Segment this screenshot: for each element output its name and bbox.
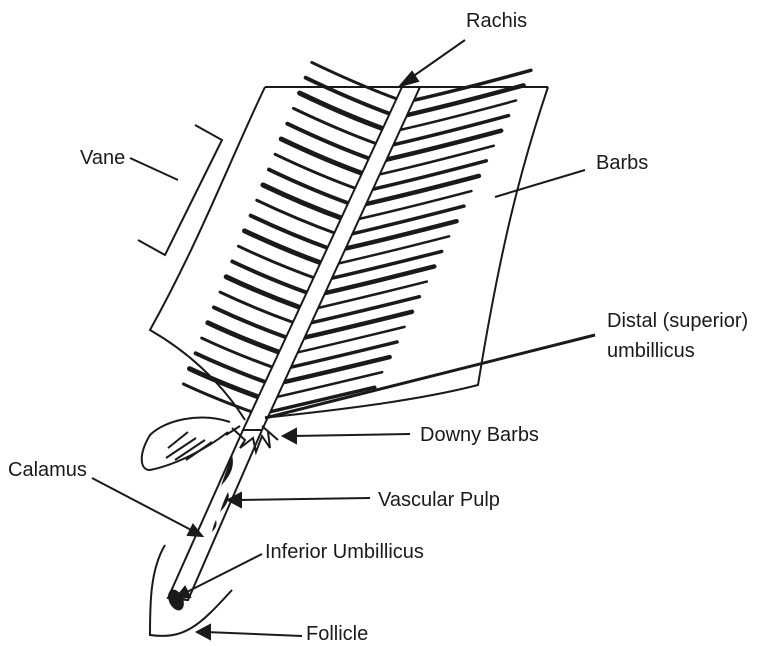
left-barb-stroke <box>281 139 365 175</box>
right-barb-stroke <box>288 342 397 368</box>
right-barb-stroke <box>386 131 501 160</box>
left-barb-stroke <box>214 307 288 338</box>
right-barb-stroke <box>337 236 449 263</box>
right-barb-stroke <box>330 251 441 278</box>
label-vascular-pulp: Vascular Pulp <box>378 488 500 512</box>
left-barb-stroke <box>263 185 344 219</box>
label-follicle: Follicle <box>306 622 368 646</box>
left-barb-stroke <box>232 261 309 293</box>
label-downy-barbs: Downy Barbs <box>420 423 539 447</box>
label-rachis: Rachis <box>466 9 527 33</box>
label-inferior-umbillicus: Inferior Umbillicus <box>265 540 424 564</box>
label-distal-line2: umbillicus <box>607 339 695 363</box>
right-barb-stroke <box>295 327 404 353</box>
left-barb-stroke <box>257 200 337 234</box>
right-barb-stroke <box>407 85 523 115</box>
right-barb-stroke <box>281 357 389 383</box>
right-barb-stroke <box>316 282 427 309</box>
left-barb-stroke <box>275 154 358 189</box>
label-calamus: Calamus <box>8 458 87 482</box>
left-barb-stroke <box>300 93 387 130</box>
left-barb-stroke <box>226 277 302 309</box>
left-barb-stroke <box>220 292 295 323</box>
right-barb-stroke <box>351 206 464 234</box>
right-barb-stroke <box>267 387 374 412</box>
left-barb-stroke <box>293 108 379 144</box>
right-barb-stroke <box>414 70 531 100</box>
right-barb-stroke <box>302 312 412 338</box>
right-barb-stroke <box>365 176 479 204</box>
label-vane: Vane <box>80 146 125 170</box>
left-barb-stroke <box>202 338 275 368</box>
left-barb-stroke <box>269 170 351 205</box>
left-barb-stroke <box>208 323 281 353</box>
right-barb-stroke <box>344 221 456 249</box>
right-barb-stroke <box>372 161 486 190</box>
vane-outline <box>150 87 548 420</box>
label-barbs: Barbs <box>596 151 648 175</box>
right-barb-stroke <box>309 297 419 324</box>
right-barb-stroke <box>323 266 434 293</box>
right-barb-stroke <box>393 116 508 145</box>
right-barb-stroke <box>358 191 471 219</box>
left-barb-stroke <box>287 124 372 160</box>
left-barb-stroke <box>238 246 316 278</box>
left-barb-stroke <box>251 216 331 249</box>
left-barb-stroke <box>306 78 394 115</box>
detached-down-barb <box>142 418 230 470</box>
left-barb-stroke <box>183 384 253 412</box>
label-distal-line1: Distal (superior) <box>607 309 748 333</box>
right-barb-stroke <box>379 146 494 175</box>
left-barb-stroke <box>245 231 324 264</box>
left-barb-stroke <box>312 62 400 100</box>
